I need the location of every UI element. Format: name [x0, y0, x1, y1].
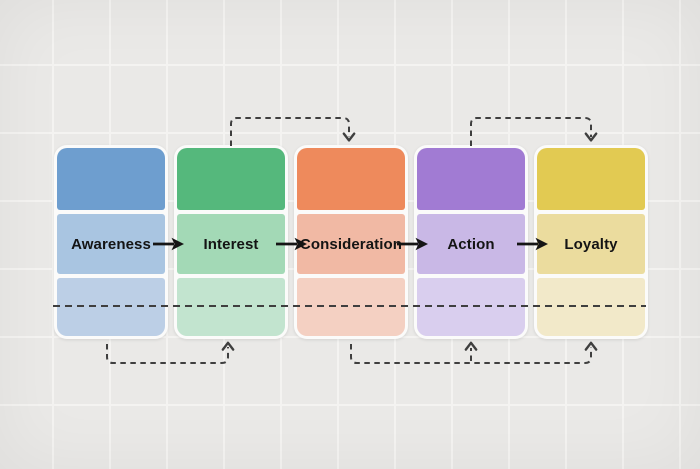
interest-label: Interest	[203, 235, 259, 253]
loyalty-top-block[interactable]	[537, 148, 645, 210]
awareness-middle-block[interactable]: Awareness	[57, 214, 165, 274]
arrowhead-down-icon	[584, 132, 598, 142]
dashed-connector-consideration-action-loyalty[interactable]	[350, 341, 598, 364]
awareness-top-block[interactable]	[57, 148, 165, 210]
interest-bottom-block[interactable]	[177, 278, 285, 336]
dashed-connector-awareness-interest[interactable]	[106, 341, 235, 364]
action-top-block[interactable]	[417, 148, 525, 210]
stage-column-awareness[interactable]: Awareness	[54, 145, 168, 339]
interest-top-block[interactable]	[177, 148, 285, 210]
loyalty-bottom-block[interactable]	[537, 278, 645, 336]
dashed-connector-interest-consideration[interactable]	[230, 117, 356, 146]
arrowhead-up-icon	[221, 341, 235, 351]
arrowhead-down-icon	[342, 132, 356, 142]
loyalty-label: Loyalty	[564, 235, 618, 253]
loyalty-middle-block[interactable]: Loyalty	[537, 214, 645, 274]
consideration-label: Consideration	[299, 235, 403, 253]
stage-column-interest[interactable]: Interest	[174, 145, 288, 339]
awareness-label: Awareness	[71, 235, 151, 253]
consideration-top-block[interactable]	[297, 148, 405, 210]
arrowhead-up-icon	[584, 341, 598, 351]
interest-middle-block[interactable]: Interest	[177, 214, 285, 274]
stage-column-loyalty[interactable]: Loyalty	[534, 145, 648, 339]
action-bottom-block[interactable]	[417, 278, 525, 336]
action-middle-block[interactable]: Action	[417, 214, 525, 274]
awareness-bottom-block[interactable]	[57, 278, 165, 336]
dashed-connector-action-loyalty[interactable]	[470, 117, 598, 146]
stage-column-consideration[interactable]: Consideration	[294, 145, 408, 339]
consideration-middle-block[interactable]: Consideration	[297, 214, 405, 274]
action-label: Action	[447, 235, 495, 253]
stage-column-action[interactable]: Action	[414, 145, 528, 339]
consideration-bottom-block[interactable]	[297, 278, 405, 336]
arrowhead-up-icon	[464, 341, 478, 351]
